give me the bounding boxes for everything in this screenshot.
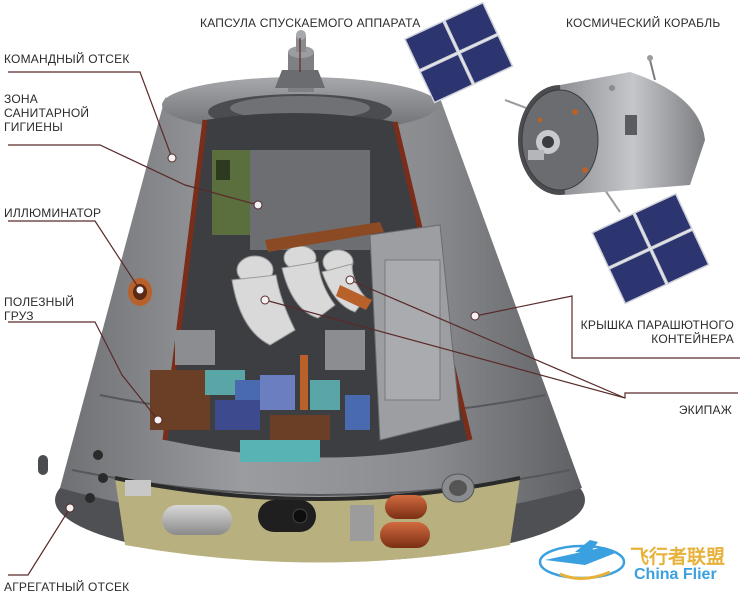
label-hygiene-zone: ЗОНА САНИТАРНОЙ ГИГИЕНЫ: [4, 92, 90, 134]
hull-ports: [38, 450, 108, 503]
label-payload: ПОЛЕЗНЫЙ ГРУЗ: [4, 295, 75, 323]
label-descent-capsule: КАПСУЛА СПУСКАЕМОГО АППАРАТА: [200, 16, 421, 30]
label-crew: ЭКИПАЖ: [678, 403, 732, 417]
service-module-cut: [114, 473, 521, 563]
label-command-module: КОМАНДНЫЙ ОТСЕК: [4, 52, 130, 66]
watermark-logo: [538, 540, 626, 580]
cutaway-interior: [150, 112, 473, 462]
spacecraft-thumbnail: [403, 1, 710, 305]
docking-port: [275, 30, 325, 92]
label-parachute-cover: КРЫШКА ПАРАШЮТНОГО КОНТЕЙНЕРА: [580, 318, 734, 346]
label-porthole: ИЛЛЮМИНАТОР: [4, 206, 102, 220]
leader-dots: [65, 153, 480, 513]
label-service-module: АГРЕГАТНЫЙ ОТСЕК: [4, 580, 130, 594]
label-spacecraft: КОСМИЧЕСКИЙ КОРАБЛЬ: [566, 16, 721, 30]
watermark-en-text: China Flier: [634, 566, 717, 583]
watermark-cn-text: 飞行者联盟: [630, 547, 726, 568]
leader-lines: [8, 38, 740, 576]
